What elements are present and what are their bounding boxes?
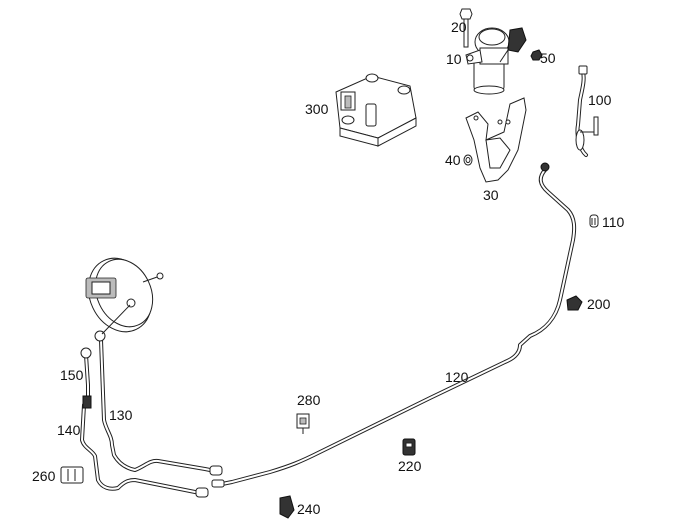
label-260: 260 [32, 468, 56, 484]
label-40: 40 [445, 152, 461, 168]
bolt-20 [459, 8, 473, 48]
label-300: 300 [305, 101, 329, 117]
label-10: 10 [446, 51, 462, 67]
label-220: 220 [398, 458, 422, 474]
holder-220 [402, 438, 416, 456]
control-unit-300 [335, 73, 417, 147]
brake-booster [85, 257, 164, 335]
holder-240 [279, 495, 295, 519]
label-140: 140 [57, 422, 81, 438]
line-130 [99, 338, 217, 473]
label-50: 50 [540, 50, 556, 66]
label-30: 30 [483, 187, 499, 203]
line-140-connector [195, 487, 209, 498]
label-280: 280 [297, 392, 321, 408]
line-150-fitting [80, 347, 92, 359]
label-110: 110 [602, 214, 625, 230]
label-200: 200 [587, 296, 611, 312]
line-140 [80, 403, 202, 495]
label-20: 20 [451, 19, 467, 35]
line-130-connector [209, 465, 223, 476]
clip-110 [589, 214, 599, 228]
label-100: 100 [588, 92, 612, 108]
label-150: 150 [60, 367, 84, 383]
label-120: 120 [445, 369, 469, 385]
label-130: 130 [109, 407, 133, 423]
line-140-fitting [82, 395, 92, 409]
line-120 [220, 168, 577, 486]
nut-50 [530, 49, 543, 61]
holder-200 [566, 295, 583, 311]
line-150 [84, 353, 90, 400]
mounting-bracket [465, 97, 527, 183]
sensor-line-100 [575, 65, 599, 157]
vacuum-pump [465, 27, 527, 95]
holder-260 [60, 466, 84, 484]
nut-40 [463, 154, 473, 166]
holder-280 [296, 413, 310, 434]
line-120-end-fitting [540, 162, 550, 172]
line-120-connector [211, 479, 225, 488]
label-240: 240 [297, 501, 321, 517]
